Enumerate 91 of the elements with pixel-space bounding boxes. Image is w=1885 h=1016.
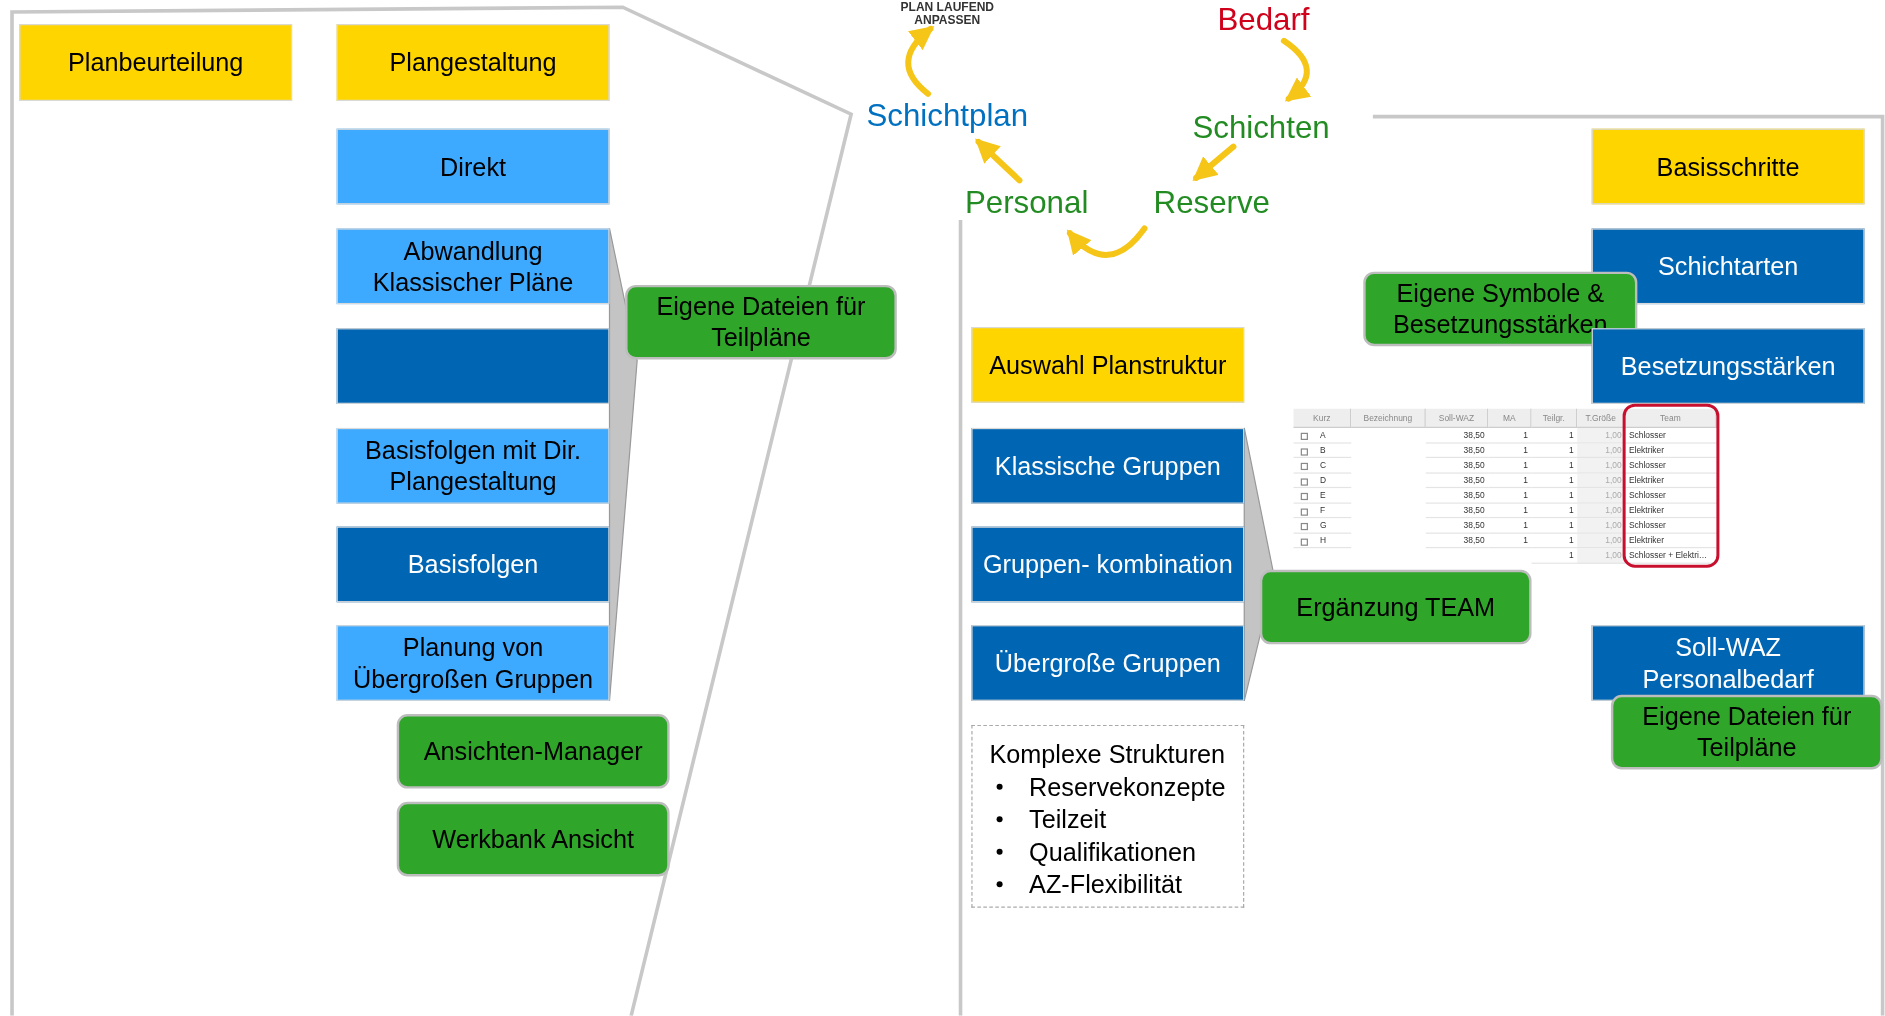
table-cell: 1 (1531, 548, 1578, 564)
bullet-item: Qualifikationen (1029, 836, 1197, 868)
heading-box: Plangestaltung (336, 24, 610, 101)
table-cell: 1 (1531, 488, 1578, 504)
table-cell: 1,00 (1577, 473, 1626, 489)
feature-box: Ergänzung TEAM (1259, 569, 1532, 645)
table-cell: 38,50 (1425, 443, 1489, 459)
process-box: Besetzungsstärken (1591, 328, 1865, 404)
table-cell: Elektriker (1625, 533, 1717, 549)
heading-box: Auswahl Planstruktur (971, 327, 1245, 403)
table-cell: 1 (1488, 503, 1532, 519)
table-cell: 1 (1488, 518, 1532, 534)
table-cell: 1 (1531, 533, 1578, 549)
feature-box: Eigene Dateien für Teilpläne (625, 284, 897, 360)
process-box: Soll-WAZ Personalbedarf (1591, 625, 1865, 701)
table-cell: 38,50 (1425, 533, 1489, 549)
curved-arrow (1192, 143, 1237, 181)
feature-box: Eigene Dateien für Teilpläne (1610, 694, 1883, 770)
column-header: T.Größe (1577, 408, 1626, 428)
table-cell: D (1293, 473, 1352, 489)
column-header: MA (1488, 408, 1532, 428)
table-cell: 38,50 (1425, 427, 1489, 443)
table-cell: C (1293, 458, 1352, 474)
table-cell: G (1293, 518, 1352, 534)
table-cell: 1 (1488, 458, 1532, 474)
feature-box: Eigene Symbole & Besetzungsstärken (1363, 271, 1638, 347)
table-cell: Schlosser + Elektri… (1625, 548, 1717, 564)
cycle-label: PLAN LAUFEND ANPASSEN (887, 0, 1008, 27)
table-cell: 1,00 (1577, 443, 1626, 459)
feature-box: Werkbank Ansicht (396, 801, 670, 877)
process-box: Direkt (336, 128, 610, 205)
table-cell: 38,50 (1425, 488, 1489, 504)
table-cell: 1 (1488, 533, 1532, 549)
table-cell: B (1293, 443, 1352, 459)
table-cell: 38,50 (1425, 503, 1489, 519)
table-cell: 38,50 (1425, 473, 1489, 489)
table-cell: Elektriker (1625, 503, 1717, 519)
process-box: Planung von Übergroßen Gruppen (336, 625, 610, 701)
table-cell: 1,00 (1577, 518, 1626, 534)
process-box: Klassische Gruppen (971, 427, 1245, 504)
bullet-item: Reservekonzepte (1029, 772, 1226, 803)
table-cell: 1 (1488, 443, 1532, 459)
table-cell: 1,00 (1577, 503, 1626, 519)
column-header: Bezeichnung (1351, 408, 1426, 428)
table-cell: E (1293, 488, 1352, 504)
feature-box: Ansichten-Manager (396, 714, 670, 789)
table-cell: 1,00 (1577, 548, 1626, 564)
table-cell: Schlosser (1625, 488, 1717, 504)
curved-arrow (975, 138, 1023, 184)
table-cell: Schlosser (1625, 458, 1717, 474)
process-box: Basisfolgen (336, 526, 610, 603)
table-cell: 1 (1531, 503, 1578, 519)
table-cell: 1 (1488, 473, 1532, 489)
table-cell: 1 (1531, 518, 1578, 534)
process-box: Gruppen- kombination (971, 526, 1245, 603)
table-cell: Schlosser (1625, 427, 1717, 443)
table-cell: 1,00 (1577, 458, 1626, 474)
table-cell: Elektriker (1625, 443, 1717, 459)
table-cell: Schlosser (1625, 518, 1717, 534)
table-cell: Elektriker (1625, 473, 1717, 489)
bullet-item: AZ-Flexibilität (1029, 869, 1182, 900)
column-header: Kurz (1293, 408, 1352, 428)
table-cell: H (1293, 533, 1352, 549)
curved-arrow (1280, 37, 1312, 102)
table-cell: 38,50 (1425, 458, 1489, 474)
note-box (971, 724, 1245, 908)
curved-arrow (1066, 225, 1148, 258)
process-box: Abwandlung Klassischer Pläne (336, 228, 610, 305)
column-header: Team (1625, 408, 1717, 428)
process-box: Übergroße Gruppen (971, 625, 1245, 701)
table-cell: 38,50 (1425, 518, 1489, 534)
table-cell: 1 (1488, 427, 1532, 443)
table-cell: 1 (1531, 443, 1578, 459)
table-cell: 1,00 (1577, 533, 1626, 549)
table-cell: 1,00 (1577, 488, 1626, 504)
column-header: Teilgr. (1531, 408, 1578, 428)
curved-arrow (905, 25, 935, 97)
process-box (336, 328, 610, 404)
note-heading: Komplexe Strukturen (989, 739, 1227, 771)
table-cell: 1 (1531, 473, 1578, 489)
table-cell: F (1293, 503, 1352, 519)
table-cell: A (1293, 427, 1352, 443)
bullet-item: Teilzeit (1029, 804, 1107, 836)
heading-box: Planbeurteilung (19, 24, 293, 101)
table-cell: 1 (1531, 458, 1578, 474)
process-box: Basisfolgen mit Dir. Plangestaltung (336, 427, 610, 504)
table-cell: 1 (1488, 488, 1532, 504)
heading-box: Basisschritte (1591, 128, 1865, 205)
table-cell: 1 (1531, 427, 1578, 443)
column-header: Soll-WAZ (1425, 408, 1489, 428)
table-cell: 1,00 (1577, 427, 1626, 443)
